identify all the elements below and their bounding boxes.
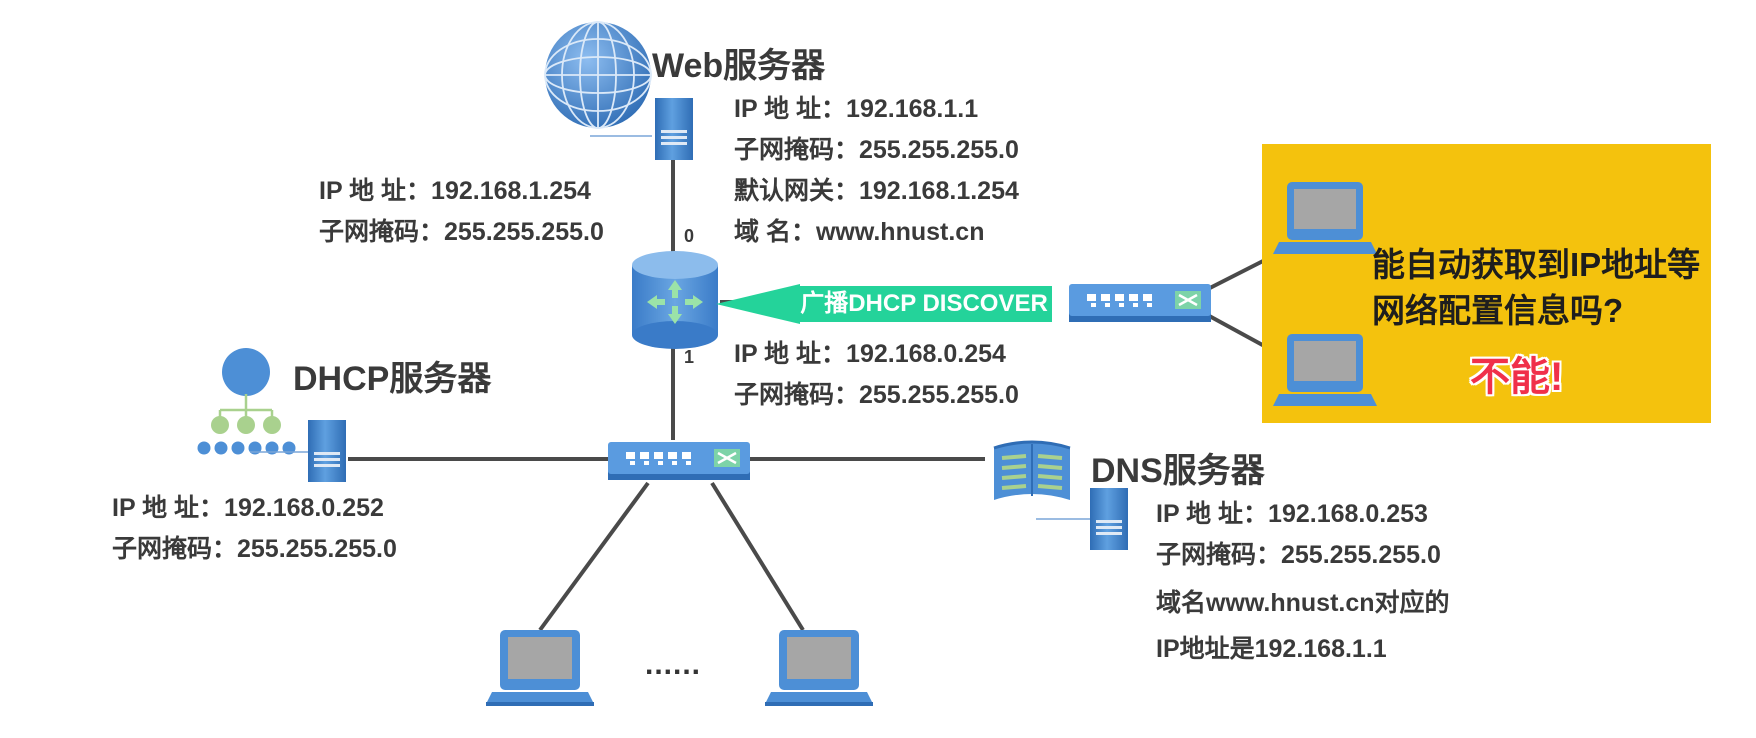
router-port1-info: IP 地 址：192.168.0.254 子网掩码：255.255.255.0: [734, 334, 1019, 416]
router-port1-label: 1: [684, 347, 695, 367]
switch-icon: [1067, 282, 1213, 324]
question-box-devices: [1273, 182, 1377, 406]
router-icon: [632, 251, 718, 349]
dhcp-server-info: IP 地 址：192.168.0.252 子网掩码：255.255.255.0: [112, 488, 397, 570]
router-port0-info: IP 地 址：192.168.1.254 子网掩码：255.255.255.0: [319, 171, 604, 253]
globe-icon: [544, 21, 652, 129]
web-server-gateway: 默认网关：192.168.1.254: [734, 177, 1019, 205]
dhcp-server-ip: IP 地 址：192.168.0.252: [112, 494, 384, 522]
router-port0-label: 0: [684, 226, 695, 246]
dhcp-server-mask: 子网掩码：255.255.255.0: [112, 535, 397, 563]
router-port0-ip: IP 地 址：192.168.1.254: [319, 177, 591, 205]
router-port0-mask: 子网掩码：255.255.255.0: [319, 218, 604, 246]
line-switch-laptop-right: [710, 481, 805, 632]
arrow-left-icon: [716, 284, 800, 324]
broadcast-label: 广播DHCP DISCOVER: [796, 286, 1052, 322]
server-tower-icon: [655, 98, 693, 160]
web-server-info: IP 地 址：192.168.1.1 子网掩码：255.255.255.0 默认…: [734, 89, 1019, 253]
more-hosts-ellipsis: ......: [645, 648, 702, 681]
dns-server-info: IP 地 址：192.168.0.253 子网掩码：255.255.255.0: [1156, 494, 1441, 576]
dhcp-server-title: DHCP服务器: [293, 360, 492, 398]
switch-icon: [606, 440, 752, 482]
line-switch-laptop-left: [538, 481, 650, 632]
router-port1-mask: 子网掩码：255.255.255.0: [734, 381, 1019, 409]
answer-text: 不能!: [1470, 355, 1564, 399]
web-server-ip: IP 地 址：192.168.1.1: [734, 95, 979, 123]
connection-lines: [348, 160, 1269, 632]
question-text: 能自动获取到IP地址等网络配置信息吗?: [1372, 246, 1701, 329]
web-server-mask: 子网掩码：255.255.255.0: [734, 136, 1019, 164]
dns-server-ip: IP 地 址：192.168.0.253: [1156, 500, 1428, 528]
dns-server-mask: 子网掩码：255.255.255.0: [1156, 541, 1441, 569]
dns-note-line1: 域名www.hnust.cn对应的: [1156, 589, 1450, 617]
question-box: 能自动获取到IP地址等网络配置信息吗? 不能!: [1262, 144, 1711, 423]
line-switch2-laptop-top: [1201, 258, 1266, 294]
book-icon: [993, 440, 1071, 500]
dns-note-line2: IP地址是192.168.1.1: [1156, 635, 1387, 663]
router-port1-ip: IP 地 址：192.168.0.254: [734, 340, 1006, 368]
laptop-icon: [1273, 182, 1377, 254]
server-tower-icon: [308, 420, 346, 482]
web-server-domain: 域 名：www.hnust.cn: [734, 218, 985, 246]
laptop-icon: [765, 630, 873, 706]
laptop-icon: [1273, 334, 1377, 406]
server-tower-icon: [1090, 488, 1128, 550]
web-server-title: Web服务器: [652, 47, 826, 85]
line-switch2-laptop-bottom: [1201, 310, 1269, 350]
laptop-icon: [486, 630, 594, 706]
dns-server-title: DNS服务器: [1091, 452, 1265, 490]
dhcp-tree-icon: [197, 348, 296, 455]
dns-server-note: 域名www.hnust.cn对应的 IP地址是192.168.1.1: [1156, 580, 1450, 672]
